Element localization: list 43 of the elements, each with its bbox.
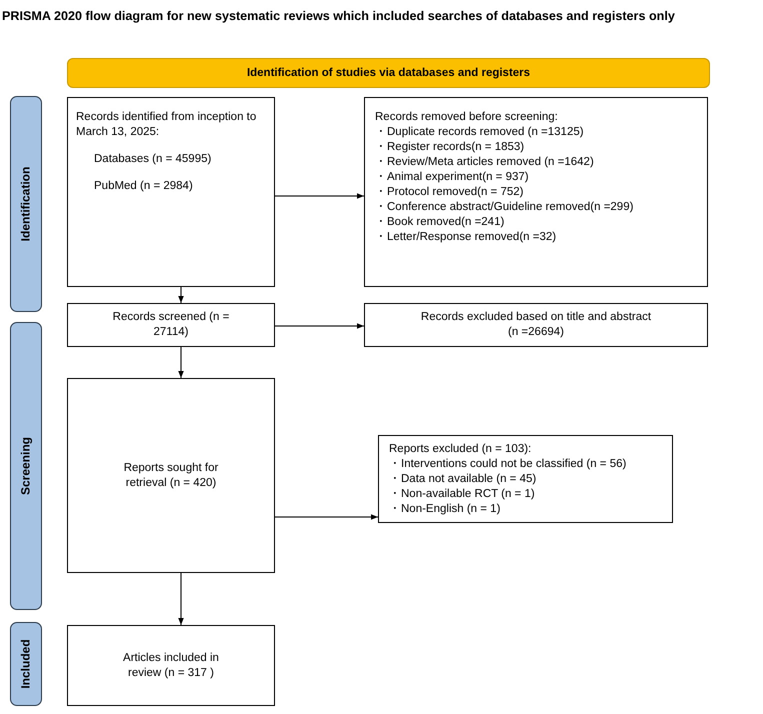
arrow	[274, 514, 378, 520]
box-text: Reports sought for retrieval (n = 420)	[122, 460, 220, 490]
list-item: ・Non-available RCT (n = 1)	[389, 487, 536, 502]
box-text: Records removed before screening:	[375, 110, 559, 125]
arrow	[274, 323, 364, 329]
box-text: Reports excluded (n = 103):	[389, 442, 532, 457]
box-text: Records excluded based on title and abstract (n =26694)	[420, 310, 652, 340]
phase-label: Included	[18, 639, 34, 689]
process-box	[67, 97, 275, 287]
process-box	[67, 378, 275, 573]
list-item: ・Animal experiment(n = 937)	[375, 170, 530, 185]
process-box	[364, 303, 708, 347]
list-item: ・Review/Meta articles removed (n =1642)	[375, 155, 595, 170]
arrow	[178, 346, 184, 378]
box-text: Records identified from inception to March 13, 2025:	[76, 110, 258, 140]
list-item: ・Data not available (n = 45)	[389, 472, 538, 487]
list-item: ・Interventions could not be classified (n = 56)	[389, 457, 628, 472]
phase-label: Screening	[18, 436, 34, 496]
phase-label-bar	[10, 322, 42, 610]
list-item: ・Register records(n = 1853)	[375, 140, 526, 155]
list-item: ・Protocol removed(n = 752)	[375, 185, 524, 200]
box-text: Identification of studies via databases and registers	[246, 66, 530, 80]
diagram-title: PRISMA 2020 flow diagram for new systematic reviews which included searches of databases and registers only	[2, 9, 675, 23]
process-box	[67, 625, 275, 706]
list-item: ・Non-English (n = 1)	[389, 502, 502, 517]
box-text: Records screened (n = 27114)	[112, 310, 230, 340]
list-item: ・Duplicate records removed (n =13125)	[375, 125, 585, 140]
arrow	[178, 286, 184, 304]
section-banner	[67, 58, 710, 88]
arrow	[274, 193, 364, 199]
list-item: ・Letter/Response removed(n =32)	[375, 230, 558, 245]
list-item: PubMed (n = 2984)	[94, 179, 194, 194]
list-item: ・Conference abstract/Guideline removed(n =299)	[375, 200, 634, 215]
phase-label-bar	[10, 96, 42, 312]
box-text: Articles included in review (n = 317 )	[122, 650, 220, 680]
process-box	[378, 435, 673, 523]
arrow	[178, 572, 184, 626]
phase-label: Identification	[18, 166, 34, 242]
process-box	[67, 303, 275, 347]
process-box	[364, 97, 708, 287]
list-item: Databases (n = 45995)	[94, 152, 212, 167]
phase-label-bar	[10, 622, 42, 706]
list-item: ・Book removed(n =241)	[375, 215, 506, 230]
